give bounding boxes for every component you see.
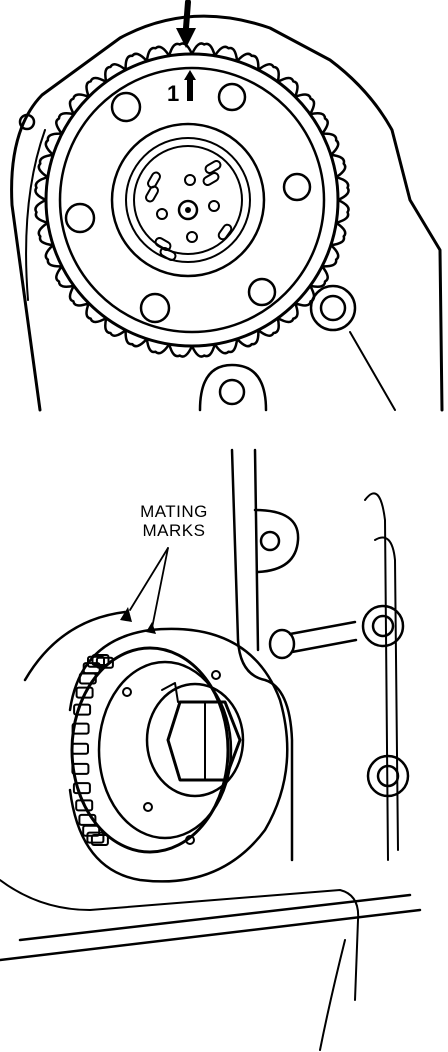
- crank-sprocket-tooth: [72, 782, 91, 795]
- keyway: [161, 682, 179, 703]
- mating-mark-on-sprocket: [146, 622, 156, 634]
- leader-line-2: [151, 547, 169, 629]
- tensioner-boss: [309, 284, 357, 332]
- right-boss-lower: [366, 754, 410, 798]
- tensioner-bolt: [319, 294, 347, 322]
- timing-pointer-arrow: [176, 0, 196, 48]
- hub-holes: [145, 160, 233, 261]
- mounting-ear-hole: [259, 530, 281, 552]
- crank-sprocket-teeth: [71, 654, 114, 846]
- idler-bolt: [218, 378, 246, 406]
- crank-sprocket-face: [97, 660, 233, 840]
- leader-line-1: [129, 547, 169, 611]
- sprocket-hub-ring: [125, 137, 251, 263]
- cover-bolt-hole: [18, 113, 36, 131]
- crank-sprocket-tooth: [71, 722, 90, 735]
- sprocket-hub-outer: [110, 122, 266, 278]
- mounting-ear: [253, 508, 300, 574]
- crankshaft-sprocket-figure: MATING MARKS: [0, 440, 448, 1052]
- sprocket-hub-inner: [133, 145, 243, 255]
- camshaft-sprocket-figure: 1: [0, 0, 448, 420]
- sprocket-timing-mark-arrow: [184, 70, 196, 101]
- crank-sprocket-tooth: [86, 831, 105, 844]
- crankshaft-sprocket-drawing: [0, 448, 422, 1051]
- cover-edge-line: [349, 331, 396, 411]
- timing-cover-inner-edge: [25, 129, 46, 301]
- sprocket-lightening-holes: [64, 82, 312, 324]
- callout-label: MATING MARKS: [128, 502, 220, 540]
- crank-sprocket-tooth: [71, 742, 89, 755]
- timing-cover-outline: [10, 14, 444, 412]
- crank-sprocket-tooth: [75, 686, 94, 699]
- stud-head: [268, 628, 296, 660]
- sprocket-inner-rim: [58, 66, 326, 334]
- right-boss-upper: [361, 604, 405, 648]
- timing-mark-number: 1: [167, 81, 179, 106]
- sprocket-outer-rim: [44, 52, 340, 348]
- crank-sprocket-housing: [68, 627, 289, 883]
- stud-shaft: [288, 620, 358, 654]
- idler-boss: [198, 363, 268, 412]
- crank-sprocket-holes: [122, 670, 221, 845]
- right-boss-lower-hole: [376, 764, 400, 788]
- crank-bolt-head: [166, 700, 242, 782]
- crank-sprocket-tooth: [87, 655, 105, 668]
- mating-mark-on-pump: [120, 607, 132, 622]
- crank-hub: [145, 682, 245, 798]
- cover-flange-arc: [23, 610, 127, 682]
- crank-sprocket-tooth: [75, 799, 94, 812]
- crank-sprocket-tooth: [90, 834, 109, 846]
- center-bolt-core: [185, 207, 191, 213]
- callout-line-2: MARKS: [142, 521, 206, 540]
- engine-block-outline: [0, 448, 422, 1051]
- callout-line-1: MATING: [140, 502, 208, 521]
- right-boss-upper-hole: [371, 614, 395, 638]
- crank-sprocket-tooth: [71, 762, 90, 775]
- camshaft-sprocket-drawing: 1: [10, 0, 444, 412]
- crank-sprocket-tooth: [78, 672, 97, 685]
- crank-sprocket-tooth: [73, 703, 92, 716]
- center-bolt: [177, 199, 199, 221]
